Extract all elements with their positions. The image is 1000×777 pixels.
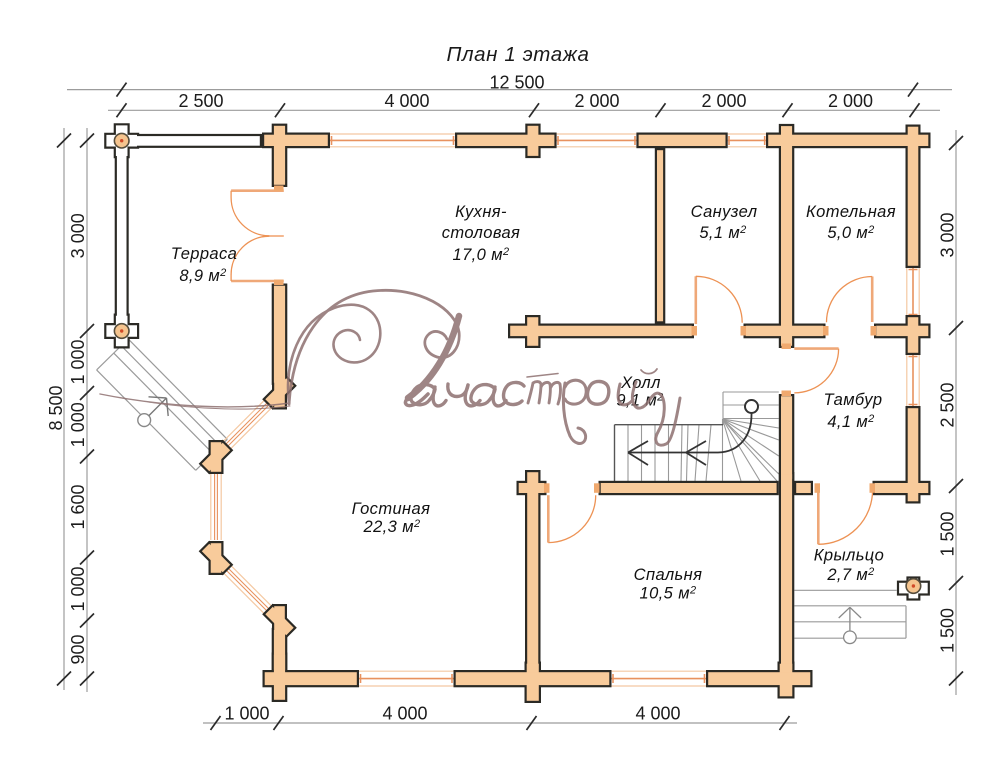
svg-text:Гостиная: Гостиная bbox=[352, 500, 431, 518]
svg-text:8 500: 8 500 bbox=[46, 385, 66, 430]
svg-text:12 500: 12 500 bbox=[489, 73, 544, 93]
svg-text:10,5 м2: 10,5 м2 bbox=[640, 585, 697, 603]
svg-text:900: 900 bbox=[68, 634, 88, 664]
svg-text:2 000: 2 000 bbox=[574, 91, 619, 111]
svg-text:5,0 м2: 5,0 м2 bbox=[827, 224, 874, 242]
svg-text:Тамбур: Тамбур bbox=[824, 391, 883, 409]
svg-text:1 000: 1 000 bbox=[224, 704, 269, 724]
svg-text:4,1 м2: 4,1 м2 bbox=[827, 413, 874, 431]
svg-text:Санузел: Санузел bbox=[691, 203, 758, 221]
svg-text:2 500: 2 500 bbox=[938, 382, 958, 427]
svg-text:3 000: 3 000 bbox=[938, 212, 958, 257]
svg-text:Котельная: Котельная bbox=[806, 203, 896, 221]
svg-text:22,3 м2: 22,3 м2 bbox=[363, 518, 421, 536]
svg-text:Кухня-: Кухня- bbox=[455, 203, 507, 221]
svg-text:План 1 этажа: План 1 этажа bbox=[447, 43, 590, 66]
svg-text:2 000: 2 000 bbox=[701, 91, 746, 111]
svg-text:Крыльцо: Крыльцо bbox=[814, 547, 884, 565]
svg-text:столовая: столовая bbox=[442, 224, 521, 242]
svg-text:4 000: 4 000 bbox=[382, 704, 427, 724]
svg-text:1 500: 1 500 bbox=[938, 608, 958, 653]
svg-text:2 000: 2 000 bbox=[828, 91, 873, 111]
svg-text:1 000: 1 000 bbox=[68, 566, 88, 611]
svg-text:4 000: 4 000 bbox=[384, 91, 429, 111]
svg-text:1 000: 1 000 bbox=[68, 339, 88, 384]
svg-text:17,0 м2: 17,0 м2 bbox=[453, 246, 510, 264]
svg-text:8,9 м2: 8,9 м2 bbox=[179, 267, 226, 285]
svg-text:1 600: 1 600 bbox=[68, 484, 88, 529]
svg-text:2 500: 2 500 bbox=[178, 91, 223, 111]
svg-text:1 500: 1 500 bbox=[938, 511, 958, 556]
svg-text:4 000: 4 000 bbox=[635, 704, 680, 724]
svg-text:5,1 м2: 5,1 м2 bbox=[699, 224, 746, 242]
svg-text:Терраса: Терраса bbox=[171, 245, 237, 263]
svg-text:Спальня: Спальня bbox=[634, 566, 703, 584]
svg-text:1 000: 1 000 bbox=[68, 402, 88, 447]
svg-text:2,7 м2: 2,7 м2 bbox=[826, 566, 874, 584]
svg-text:Холл: Холл bbox=[620, 374, 661, 392]
svg-text:3 000: 3 000 bbox=[68, 213, 88, 258]
